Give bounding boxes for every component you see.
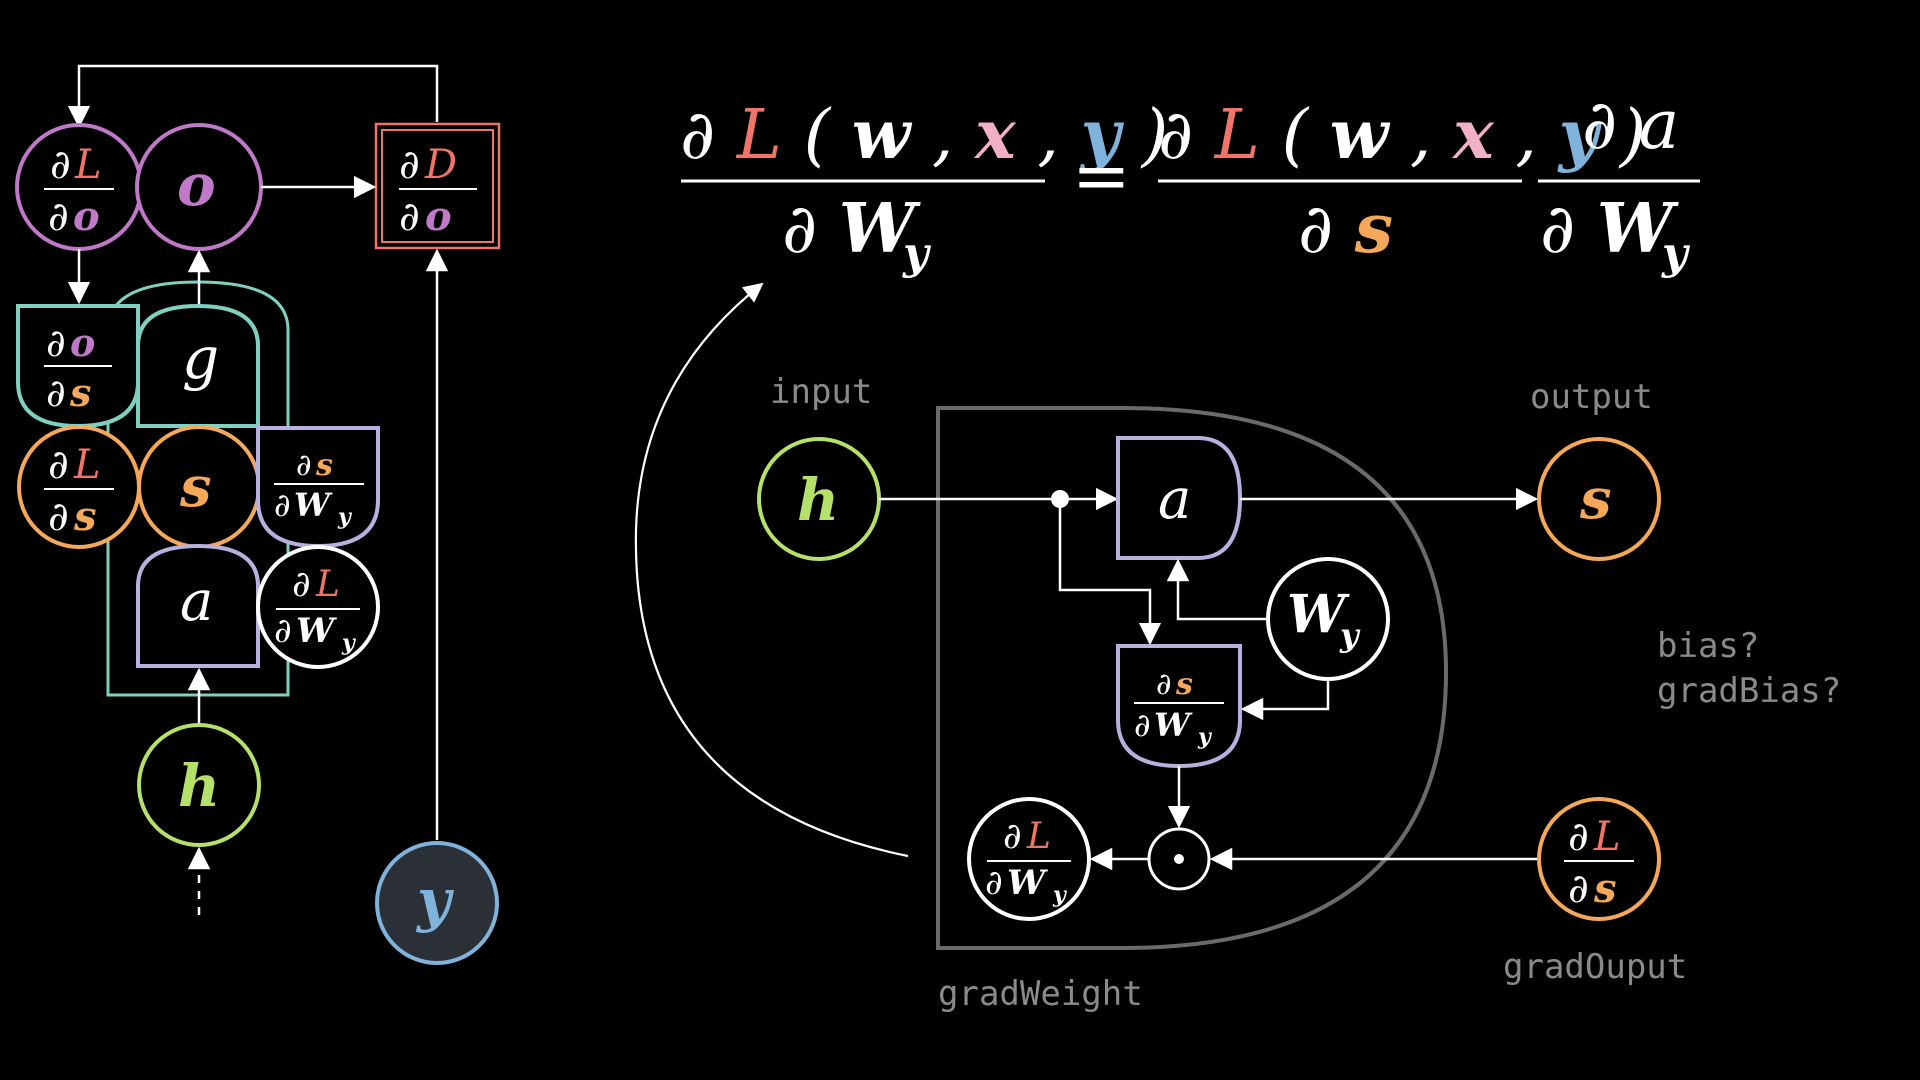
node-s: s [137,425,261,549]
label-gradbias: gradBias? [1657,671,1841,711]
svg-text:s: s [73,493,97,540]
svg-text:∂ s: ∂ s [1298,189,1393,269]
node-y: y [375,841,499,965]
svg-text:∂ W: ∂ W [782,189,921,269]
svg-text:o: o [177,151,216,219]
svg-text:L: L [1026,816,1051,857]
svg-text:∂: ∂ [274,611,292,651]
svg-text:∂: ∂ [46,321,66,365]
node-a: a [136,543,260,668]
svg-text:y: y [902,228,932,279]
svg-text:y: y [1339,616,1361,654]
svg-text:∂: ∂ [1568,866,1589,912]
svg-text:L: L [74,142,102,188]
node-do-ds: ∂ o ∂ s [16,304,140,429]
node-o: o [135,123,263,251]
node-a-right: a [1116,436,1243,560]
feedback-arrow [67,64,439,129]
svg-text:=: = [1072,135,1131,217]
node-h-right: h [757,437,881,561]
svg-text:W: W [294,486,333,524]
svg-text:∂: ∂ [399,194,420,240]
svg-text:∂: ∂ [296,448,312,483]
svg-text:L: L [73,442,101,488]
svg-text:∂: ∂ [1134,706,1151,744]
module-outline [936,406,1449,950]
label-gradweight: gradWeight [938,974,1143,1014]
module-diagram: input output bias? gradBias? gradOuput g… [634,282,1841,1014]
node-dL-dWy-right: ∂ L ∂ W y [967,797,1091,921]
arrow-junction-to-dsdW [1058,499,1162,646]
svg-text:∂: ∂ [985,863,1003,903]
svg-text:∂: ∂ [50,142,71,188]
svg-text:y: y [1661,228,1691,279]
svg-text:y: y [1197,724,1213,750]
svg-text:s: s [315,448,333,483]
node-dL-dWy: ∂ L ∂ W y [256,545,380,669]
arrow-Wy-to-a [1166,558,1268,621]
svg-text:y: y [341,630,357,656]
svg-text:∂ L ( w: ∂ L ( w , x , y ) [1158,95,1646,175]
svg-text:s: s [179,454,212,520]
svg-text:h: h [797,466,839,534]
node-dL-ds: ∂ L ∂ s [17,425,141,549]
svg-text:y: y [415,866,455,934]
svg-text:s: s [1593,865,1617,912]
svg-text:∂: ∂ [1003,816,1022,857]
node-dL-do: ∂ L ∂ o [15,123,143,251]
svg-text:∂: ∂ [1156,667,1172,702]
svg-text:D: D [424,142,457,188]
svg-text:W: W [1154,706,1193,744]
node-h-left: h [137,723,261,847]
svg-text:a: a [1158,467,1191,532]
node-ds-dWy: ∂ s ∂ W y [256,426,380,549]
svg-text:∂: ∂ [274,486,291,524]
svg-text:∂: ∂ [1568,814,1589,860]
left-graph: ∂ L ∂ o o ∂ D ∂ o [15,64,501,965]
svg-text:s: s [1579,466,1612,532]
svg-text:∂: ∂ [46,371,66,415]
label-output: output [1530,377,1653,417]
label-gradoutput: gradOuput [1503,947,1687,987]
svg-text:o: o [73,193,100,240]
svg-text:∂ L ( w: ∂ L ( w , x , y ) [680,95,1168,175]
svg-text:s: s [69,370,91,415]
svg-text:∂ W: ∂ W [1540,189,1679,269]
chain-rule-equation: ∂ L ( w , x , y ) ∂ W y = ∂ L ( w , x , … [680,86,1700,279]
svg-text:g: g [182,324,219,392]
node-s-right: s [1537,437,1661,561]
svg-text:L: L [315,564,340,605]
svg-text:W: W [1287,584,1350,645]
curved-update-arrow [634,282,909,858]
svg-text:L: L [1593,814,1621,860]
svg-text:∂: ∂ [399,142,420,188]
node-odot [1147,827,1211,891]
node-dD-do: ∂ D ∂ o [374,122,501,250]
svg-text:W: W [296,611,337,651]
svg-text:∂: ∂ [48,442,69,488]
arrow-Wy-to-dsdW [1240,679,1330,721]
svg-text:h: h [178,752,220,820]
label-input: input [770,372,872,412]
svg-text:∂: ∂ [48,494,69,540]
node-dL-ds-right: ∂ L ∂ s [1537,797,1661,921]
svg-text:W: W [1007,863,1048,903]
node-g: g [136,303,260,428]
svg-text:o: o [70,320,95,365]
svg-text:o: o [425,193,452,240]
node-Wy: W y [1266,557,1390,681]
node-ds-dWy-right: ∂ s ∂ W y [1116,644,1242,769]
svg-text:s: s [1175,667,1193,702]
svg-text:∂: ∂ [292,564,311,605]
svg-text:y: y [1052,882,1068,908]
svg-text:∂: ∂ [48,194,69,240]
svg-text:y: y [337,504,353,530]
label-bias: bias? [1657,626,1759,666]
svg-text:∂ a: ∂ a [1582,86,1679,165]
svg-text:a: a [180,569,213,634]
